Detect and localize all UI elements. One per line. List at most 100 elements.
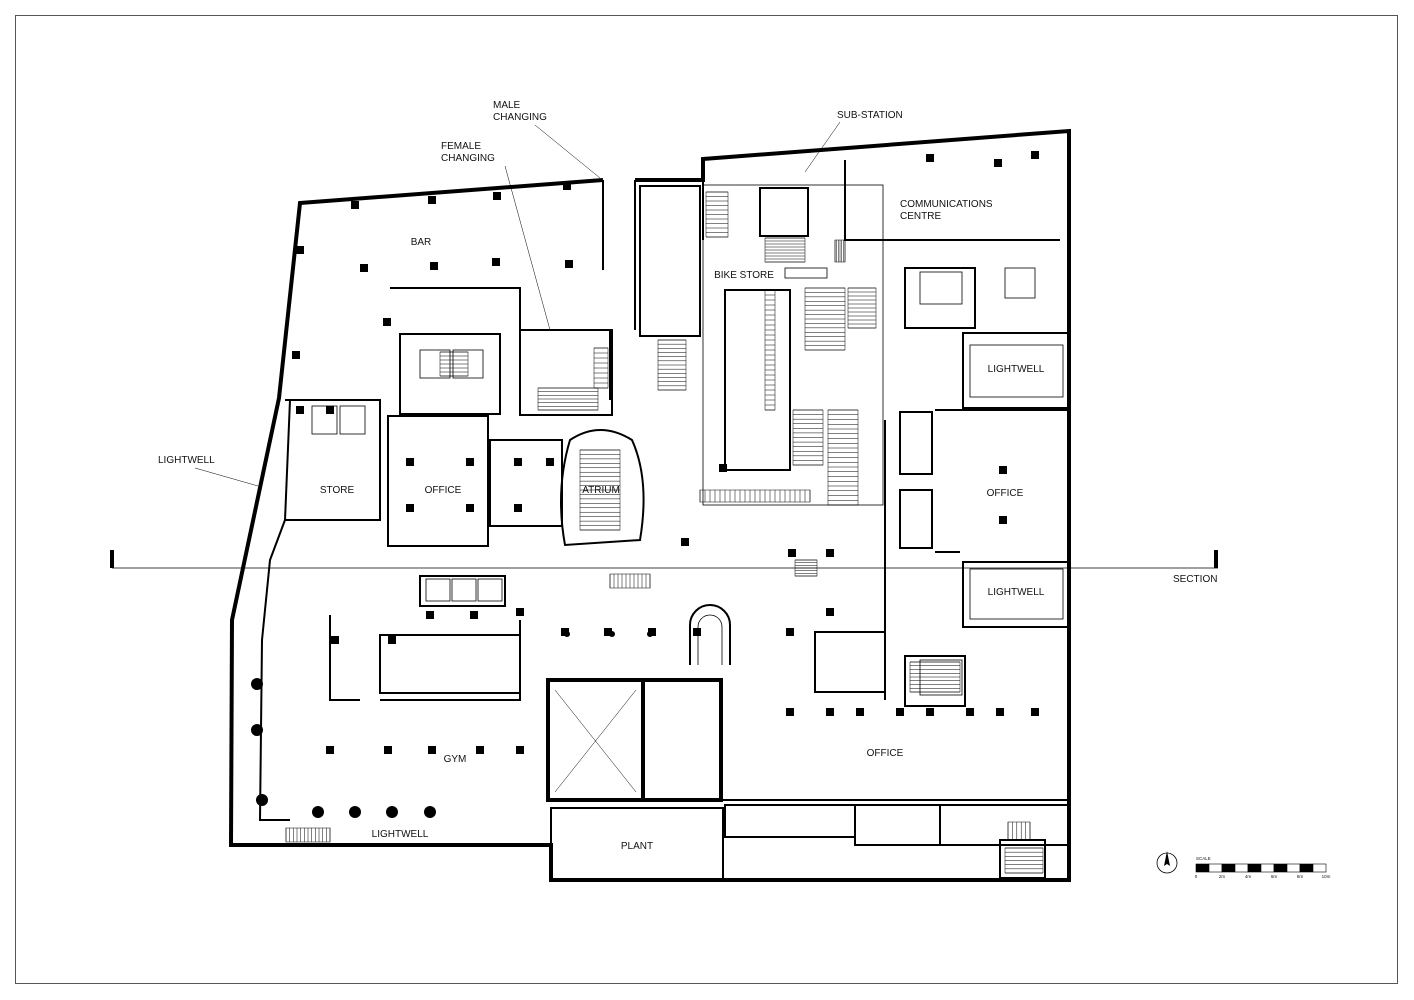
label-section: SECTION xyxy=(1173,574,1217,585)
column xyxy=(546,458,554,466)
label-lightwell-south: LIGHTWELL xyxy=(372,829,429,840)
stair-outline xyxy=(285,827,331,843)
stair-outline xyxy=(579,449,621,531)
column-round xyxy=(647,631,653,637)
stair-outline xyxy=(699,489,811,503)
facade-pier xyxy=(251,678,263,690)
column xyxy=(1031,151,1039,159)
column xyxy=(428,746,436,754)
stair-outline xyxy=(827,409,859,506)
stair-hatching xyxy=(285,191,1044,874)
label-bike-store: BIKE STORE xyxy=(714,270,774,281)
stair-outline xyxy=(792,409,824,466)
stair-outline xyxy=(794,559,818,577)
facade-pier xyxy=(251,724,263,736)
stair-outline xyxy=(609,573,651,589)
stair-outline xyxy=(537,387,599,411)
column xyxy=(426,611,434,619)
scale-tick-label: 2m xyxy=(1219,874,1226,879)
column xyxy=(565,260,573,268)
column xyxy=(388,636,396,644)
column xyxy=(514,458,522,466)
column-round xyxy=(609,631,615,637)
column xyxy=(826,549,834,557)
column xyxy=(326,406,334,414)
scale-segment xyxy=(1234,863,1249,873)
facade-pier xyxy=(349,806,361,818)
stair-outline xyxy=(593,347,609,389)
label-sub-station: SUB-STATION xyxy=(837,110,903,121)
inner-walls xyxy=(258,160,1071,881)
column xyxy=(826,608,834,616)
column xyxy=(786,628,794,636)
scale-tick-label: 0 xyxy=(1195,874,1198,879)
structural-columns xyxy=(251,151,1039,818)
column xyxy=(719,464,727,472)
column xyxy=(999,516,1007,524)
label-office-west: OFFICE xyxy=(425,485,462,496)
scale-title: SCALE xyxy=(1196,856,1211,861)
column xyxy=(360,264,368,272)
column xyxy=(926,708,934,716)
scale-segment xyxy=(1247,863,1262,873)
column xyxy=(331,636,339,644)
column xyxy=(516,746,524,754)
scale-tick-label: 6m xyxy=(1271,874,1278,879)
column xyxy=(516,608,524,616)
column xyxy=(693,628,701,636)
column xyxy=(926,154,934,162)
column xyxy=(428,196,436,204)
scale-segment xyxy=(1208,863,1223,873)
facade-pier xyxy=(386,806,398,818)
label-atrium: ATRIUM xyxy=(582,485,620,496)
label-plant: PLANT xyxy=(621,841,653,852)
column xyxy=(406,458,414,466)
label-gym: GYM xyxy=(444,754,467,765)
label-communications-1: COMMUNICATIONS xyxy=(900,199,993,210)
column xyxy=(466,504,474,512)
label-bar: BAR xyxy=(411,237,432,248)
label-lightwell-east-upper: LIGHTWELL xyxy=(988,364,1045,375)
column xyxy=(563,182,571,190)
scale-segment xyxy=(1312,863,1327,873)
drawing-border xyxy=(15,15,1398,984)
column xyxy=(999,466,1007,474)
column xyxy=(351,201,359,209)
stair-outline xyxy=(909,661,961,693)
scale-segment xyxy=(1260,863,1275,873)
column xyxy=(466,458,474,466)
stair-outline xyxy=(804,287,846,351)
label-office-south: OFFICE xyxy=(867,748,904,759)
stair-outline xyxy=(705,191,729,238)
column xyxy=(856,708,864,716)
label-male-changing-2: CHANGING xyxy=(493,112,547,123)
column xyxy=(896,708,904,716)
label-male-changing-1: MALE xyxy=(493,100,521,111)
column xyxy=(996,708,1004,716)
stair-outline xyxy=(1004,847,1044,874)
stair-outline xyxy=(764,237,806,263)
stair-outline xyxy=(439,351,469,377)
outer-walls xyxy=(228,128,1071,882)
column xyxy=(296,406,304,414)
scale-segment xyxy=(1273,863,1288,873)
column xyxy=(493,192,501,200)
label-female-changing-1: FEMALE xyxy=(441,141,481,152)
north-arrow xyxy=(1156,851,1178,874)
label-lightwell-west: LIGHTWELL xyxy=(158,455,215,466)
scale-segment xyxy=(1286,863,1301,873)
section-line xyxy=(110,550,1218,569)
leader-sub-station xyxy=(804,121,841,173)
leader-female-changing xyxy=(504,165,551,331)
column xyxy=(826,708,834,716)
column xyxy=(604,628,612,636)
label-store: STORE xyxy=(320,485,355,496)
facade-pier xyxy=(256,794,268,806)
column xyxy=(994,159,1002,167)
facade-pier xyxy=(312,806,324,818)
column-round xyxy=(564,631,570,637)
scale-tick-label: 8m xyxy=(1297,874,1304,879)
